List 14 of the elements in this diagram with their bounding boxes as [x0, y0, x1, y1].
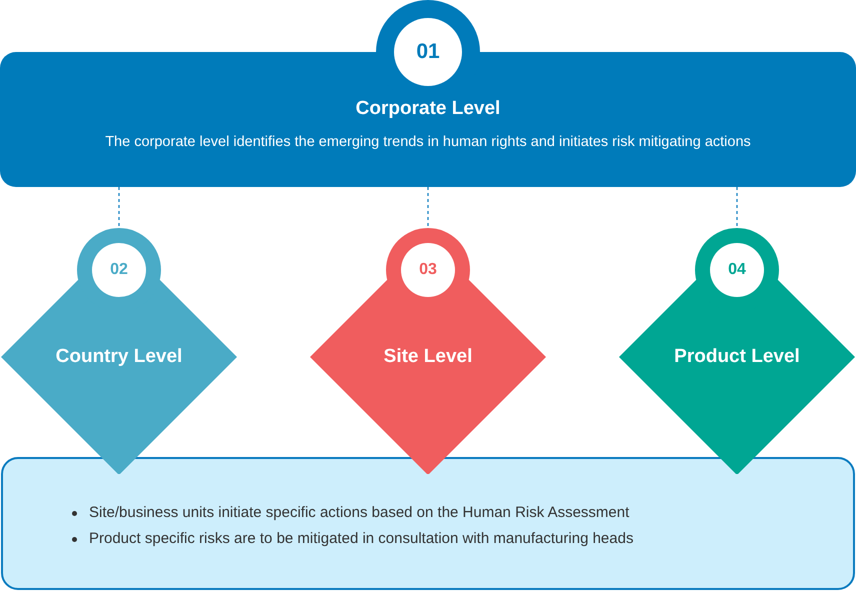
step-number: 03: [418, 260, 438, 280]
connector-line: [736, 187, 738, 228]
bullet-item: Site/business units initiate specific actions based on the Human Risk Assessment: [89, 504, 630, 521]
connector-line: [427, 187, 429, 228]
heading: Site Level: [382, 345, 474, 369]
step-number: 01: [415, 39, 441, 65]
step-number: 02: [109, 260, 129, 280]
heading: Country Level: [54, 345, 184, 369]
bullet-item: Product specific risks are to be mitigated in consultation with manufacturing heads: [89, 530, 634, 547]
step-number: 04: [727, 260, 747, 280]
connector-line: [118, 187, 120, 228]
description: The corporate level identifies the emerging trends in human rights and initiates risk mitigating actions: [104, 133, 752, 152]
heading: Corporate Level: [354, 97, 502, 121]
heading: Product Level: [673, 345, 801, 369]
